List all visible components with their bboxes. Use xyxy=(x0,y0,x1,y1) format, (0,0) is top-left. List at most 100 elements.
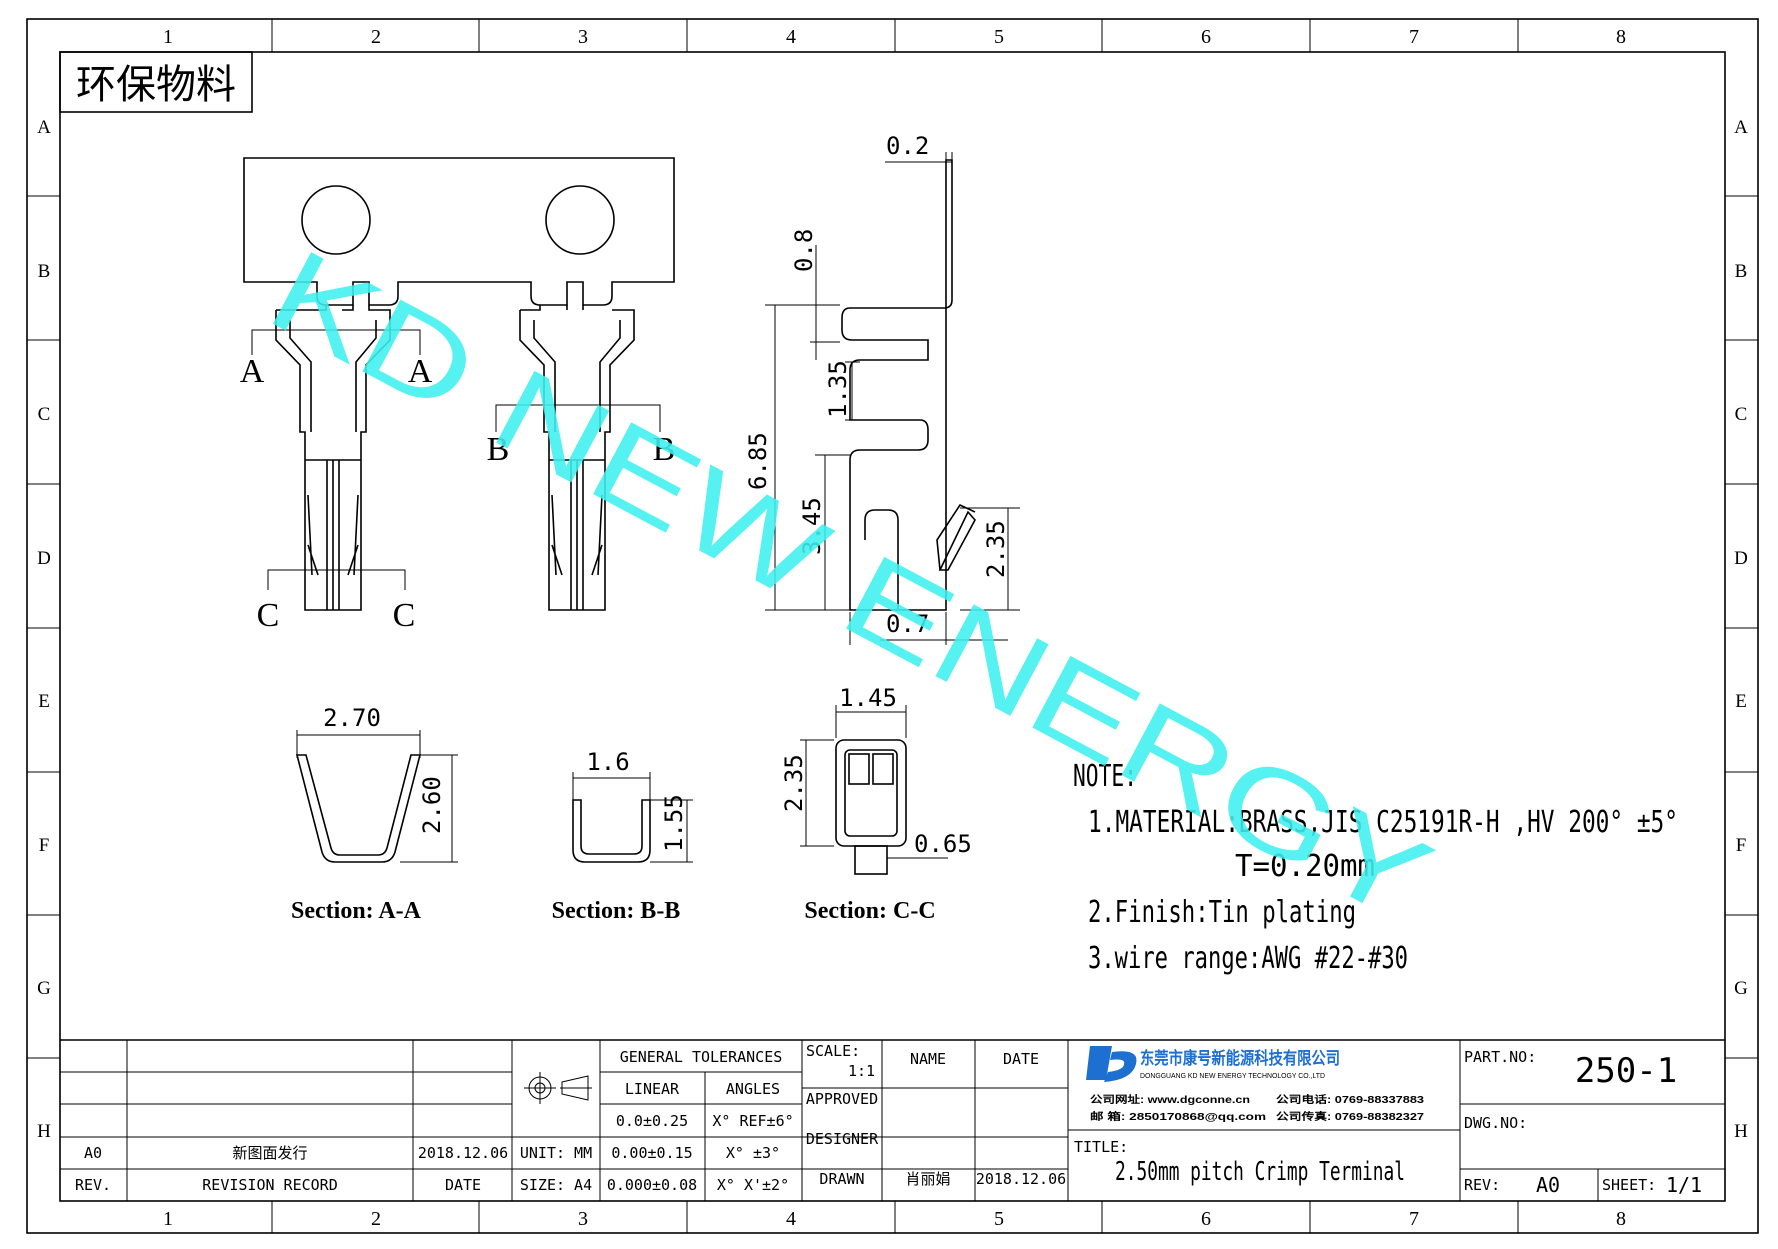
revision-value: A0 xyxy=(1536,1173,1560,1197)
svg-text:B: B xyxy=(487,431,510,468)
projection-symbol xyxy=(524,1072,592,1104)
rev-row-rev: A0 xyxy=(84,1144,102,1162)
svg-text:DESIGNER: DESIGNER xyxy=(806,1130,879,1148)
note-line-1: 1.MATERIAL:BRASS,JIS C25191R-H ,HV 200° … xyxy=(1088,805,1678,840)
svg-text:C: C xyxy=(393,597,416,634)
svg-text:A: A xyxy=(240,353,265,390)
side-crimp-slot xyxy=(864,509,899,610)
svg-text:D: D xyxy=(1734,548,1748,569)
size: SIZE: A4 xyxy=(520,1176,592,1194)
top-view xyxy=(243,157,675,611)
side-dim-lines xyxy=(765,152,1020,645)
section-bb-shape xyxy=(572,799,651,863)
section-aa-label: Section: A-A xyxy=(291,898,422,924)
svg-text:A: A xyxy=(37,117,51,138)
company-name-cn: 东莞市康号新能源科技有限公司 xyxy=(1140,1048,1340,1069)
svg-text:GENERAL TOLERANCES: GENERAL TOLERANCES xyxy=(620,1048,783,1066)
terminal-1-crimp-ribs xyxy=(307,494,359,576)
section-bb-width: 1.6 xyxy=(586,748,629,776)
note-line-3: 3.wire range:AWG #22-#30 xyxy=(1088,941,1408,976)
svg-text:B: B xyxy=(1735,261,1748,282)
section-bb-height: 1.55 xyxy=(660,794,688,852)
svg-text:G: G xyxy=(1734,978,1748,999)
svg-text:H: H xyxy=(37,1121,51,1142)
section-aa-dims xyxy=(296,730,458,863)
svg-text:B: B xyxy=(38,261,51,282)
svg-text:DWG.NO:: DWG.NO: xyxy=(1464,1114,1527,1132)
svg-text:PART.NO:: PART.NO: xyxy=(1464,1048,1536,1066)
rev-row-record: 新图面发行 xyxy=(232,1144,307,1162)
svg-text:C: C xyxy=(257,597,280,634)
row-labels: A B C D E F G H A B C D E F G H xyxy=(37,117,1748,1142)
svg-text:0.0±0.25: 0.0±0.25 xyxy=(616,1112,688,1130)
svg-text:DATE: DATE xyxy=(1003,1050,1039,1068)
section-lines xyxy=(251,329,661,590)
section-cc-height: 2.35 xyxy=(780,754,808,812)
svg-text:C: C xyxy=(38,404,51,425)
svg-text:D: D xyxy=(37,548,51,569)
svg-text:3.45: 3.45 xyxy=(798,497,826,555)
company-phone: 公司电话: 0769-88337883 xyxy=(1276,1093,1425,1106)
column-grid xyxy=(271,19,1519,1233)
svg-text:E: E xyxy=(38,691,50,712)
sheet-value: 1/1 xyxy=(1666,1173,1702,1197)
note-title: NOTE: xyxy=(1073,759,1137,794)
pilot-hole-2 xyxy=(545,185,615,255)
terminal-2-crimp xyxy=(549,459,605,610)
part-number: 250-1 xyxy=(1575,1051,1677,1091)
section-cc-width: 1.45 xyxy=(839,684,897,712)
svg-text:E: E xyxy=(1735,691,1747,712)
col-label-top: 1 xyxy=(163,26,173,48)
note-line-1b: T=0.20mm xyxy=(1235,849,1375,884)
svg-text:8: 8 xyxy=(1616,1208,1626,1230)
svg-text:APPROVED: APPROVED xyxy=(806,1090,878,1108)
title-block-text: A0 新图面发行 2018.12.06 REV. REVISION RECORD… xyxy=(75,1042,1656,1194)
company-website: 公司网址: www.dgconne.cn xyxy=(1090,1093,1250,1106)
company-email: 邮 箱: 2850170868@qq.com xyxy=(1090,1110,1266,1123)
company-name-en: DONGGUANG KD NEW ENERGY TECHNOLOGY CO.,L… xyxy=(1140,1073,1325,1080)
svg-text:5: 5 xyxy=(994,26,1004,48)
terminal-2-crimp-ribs xyxy=(551,494,603,576)
drawing-title: 2.50mm pitch Crimp Terminal xyxy=(1115,1157,1405,1187)
section-cc-label: Section: C-C xyxy=(804,898,935,924)
col-label-bottom: 1 xyxy=(163,1208,173,1230)
section-aa-width: 2.70 xyxy=(323,704,381,732)
carrier-strip xyxy=(243,157,675,306)
svg-text:0.00±0.15: 0.00±0.15 xyxy=(611,1144,692,1162)
svg-text:6.85: 6.85 xyxy=(744,432,772,490)
svg-text:SHEET:: SHEET: xyxy=(1602,1176,1656,1194)
svg-text:3: 3 xyxy=(578,1208,588,1230)
section-marks: A A B B C C xyxy=(240,353,676,634)
svg-text:X° X'±2°: X° X'±2° xyxy=(717,1176,789,1194)
side-lance xyxy=(938,510,976,571)
svg-text:0.8: 0.8 xyxy=(790,229,818,272)
svg-text:0.000±0.08: 0.000±0.08 xyxy=(607,1176,697,1194)
watermark: KD NEW ENERGY xyxy=(250,224,1451,946)
terminal-2-inner xyxy=(533,320,621,432)
svg-text:REV:: REV: xyxy=(1464,1176,1500,1194)
svg-text:0.7: 0.7 xyxy=(886,610,929,638)
svg-text:2018.12.06: 2018.12.06 xyxy=(976,1170,1066,1188)
svg-text:2: 2 xyxy=(371,26,381,48)
svg-text:C: C xyxy=(1735,404,1748,425)
outer-border xyxy=(26,18,1759,1234)
svg-text:5: 5 xyxy=(994,1208,1004,1230)
notes: NOTE: 1.MATERIAL:BRASS,JIS C25191R-H ,HV… xyxy=(1073,759,1678,976)
svg-text:ANGLES: ANGLES xyxy=(726,1080,780,1098)
svg-text:X° REF±6°: X° REF±6° xyxy=(712,1112,793,1130)
svg-text:F: F xyxy=(39,835,50,856)
inner-border xyxy=(59,51,1726,1202)
svg-text:3: 3 xyxy=(578,26,588,48)
title-block-grid xyxy=(60,1039,1725,1201)
section-cc-shape xyxy=(835,739,907,875)
terminal-1-inner xyxy=(289,320,377,432)
section-aa-height: 2.60 xyxy=(418,776,446,834)
section-cc-dims xyxy=(800,705,948,859)
svg-text:6: 6 xyxy=(1201,1208,1211,1230)
terminal-1-crimp xyxy=(305,459,361,610)
svg-text:TITLE:: TITLE: xyxy=(1074,1138,1128,1156)
svg-text:SCALE:: SCALE: xyxy=(806,1042,860,1060)
side-dims: 0.2 0.8 6.85 1.35 3.45 2.35 0.7 xyxy=(744,132,1010,638)
svg-text:肖丽娟: 肖丽娟 xyxy=(905,1170,950,1188)
unit: UNIT: MM xyxy=(520,1144,592,1162)
